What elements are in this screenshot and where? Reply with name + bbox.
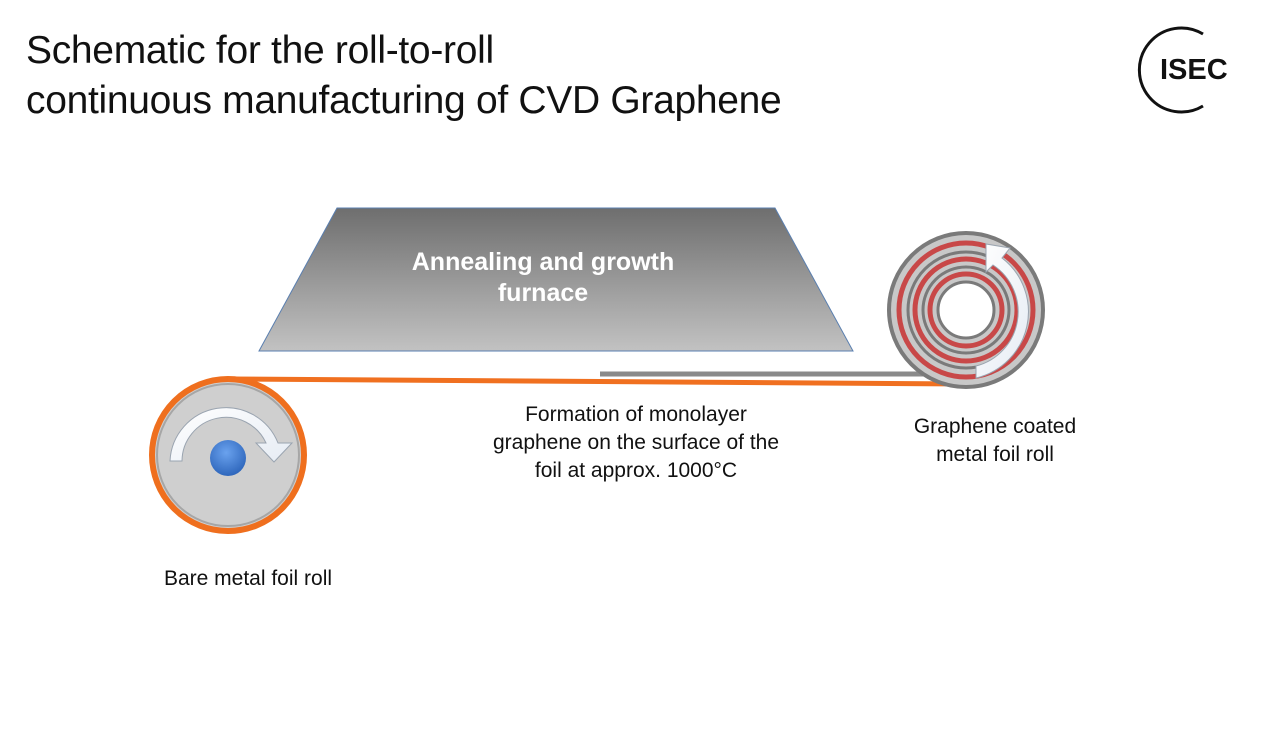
roll-hub	[210, 440, 246, 476]
slide-title-line-2: continuous manufacturing of CVD Graphene	[26, 79, 782, 122]
formation-label: Formation of monolayer graphene on the s…	[456, 401, 816, 485]
bare-roll-label: Bare metal foil roll	[130, 565, 366, 593]
coated-roll-label: Graphene coated metal foil roll	[880, 413, 1110, 469]
bare-metal-foil-roll	[149, 376, 307, 534]
formation-label-line-2: graphene on the surface of the	[492, 431, 780, 454]
coated-roll-label-line-2: metal foil roll	[936, 443, 1054, 466]
rotate-counterclockwise-arrow-icon	[975, 243, 1029, 379]
slide-title-line-1: Schematic for the roll-to-roll	[26, 29, 494, 72]
furnace-label-line-2: furnace	[497, 279, 589, 307]
furnace-label: Annealing and growth furnace	[383, 247, 703, 309]
slide-title: Schematic for the roll-to-roll continuou…	[26, 26, 782, 126]
formation-label-line-3: foil at approx. 1000°C	[534, 459, 738, 482]
formation-label-line-1: Formation of monolayer	[525, 403, 747, 426]
bare-roll-label-text: Bare metal foil roll	[163, 567, 333, 590]
isec-logo-icon	[1137, 26, 1204, 114]
graphene-coated-roll	[887, 231, 1045, 389]
furnace-label-line-1: Annealing and growth	[411, 248, 675, 276]
rotate-clockwise-arrow-icon	[169, 407, 294, 463]
logo-text: ISEC	[1160, 54, 1228, 86]
furnace-shape	[258, 207, 854, 352]
coated-roll-label-line-1: Graphene coated	[913, 415, 1077, 438]
metal-foil-strip	[227, 376, 967, 387]
